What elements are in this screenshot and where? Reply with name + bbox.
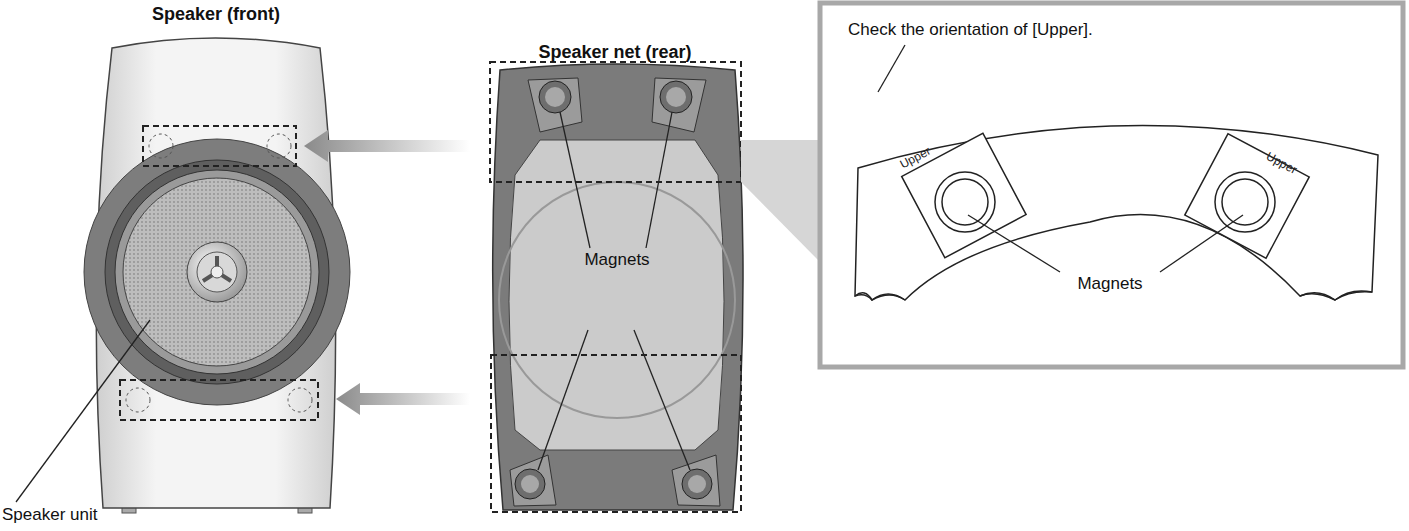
drawing-part — [1185, 134, 1309, 258]
drawing-part — [197, 252, 237, 292]
drawing-part — [539, 81, 571, 113]
drawing-part — [499, 182, 735, 418]
drawing-part — [490, 62, 741, 182]
drawing-part — [493, 64, 743, 510]
speaker-front — [16, 38, 350, 513]
drawing-part — [560, 112, 590, 248]
speaker-net — [490, 62, 743, 512]
drawing-part — [120, 380, 318, 420]
drawing-part — [942, 179, 988, 225]
drawing-part — [123, 178, 311, 366]
drawing-part — [634, 330, 690, 470]
drawing-part — [84, 139, 350, 405]
drawing-part — [878, 45, 905, 92]
part-label: Speaker unit — [2, 505, 97, 525]
drawing-part — [878, 45, 1243, 272]
drawing-part — [515, 469, 545, 499]
zoom-box — [820, 3, 1403, 367]
drawing-part — [521, 475, 539, 493]
drawing-part — [304, 130, 470, 162]
drawing-part — [96, 38, 335, 508]
attach-arrows — [304, 130, 470, 415]
drawing-part — [652, 78, 706, 132]
drawing-part — [666, 87, 686, 107]
drawing-part — [528, 78, 582, 132]
drawing-part — [336, 383, 470, 415]
drawing-part — [211, 266, 223, 278]
drawing-part — [510, 455, 556, 506]
note-text: Check the orientation of [Upper]. — [848, 20, 1093, 40]
drawing-part — [1222, 179, 1268, 225]
drawing-part — [521, 87, 706, 493]
part-label: Magnets — [1077, 274, 1142, 294]
drawing-part — [509, 140, 724, 450]
drawing-part — [203, 256, 231, 281]
drawing-part — [968, 215, 1060, 272]
drawing-part — [672, 455, 720, 506]
drawing-part — [688, 475, 706, 493]
drawing-part — [16, 320, 150, 502]
drawing-part — [126, 388, 150, 412]
drawing-part — [267, 134, 291, 158]
part-label: Magnets — [584, 250, 649, 270]
drawing-part — [491, 355, 741, 512]
drawing-part — [1160, 215, 1243, 272]
drawing-part — [741, 140, 818, 260]
drawing-part — [1185, 134, 1309, 258]
drawing-part — [510, 78, 720, 506]
drawing-part — [1215, 172, 1275, 232]
drawing-part — [515, 81, 712, 499]
drawing-part — [288, 388, 312, 412]
drawing-part — [105, 160, 329, 384]
drawing-part — [545, 87, 565, 107]
drawing-part — [538, 112, 690, 470]
drawing-part — [149, 134, 173, 158]
drawing-part — [187, 242, 247, 302]
zoom-link — [741, 140, 818, 260]
drawing-part — [646, 112, 672, 248]
drawing-part — [820, 3, 1403, 367]
drawing-part — [660, 81, 692, 113]
drawing-part — [143, 126, 296, 166]
drawing-part — [682, 469, 712, 499]
drawing-part — [935, 172, 995, 232]
drawing-part — [538, 330, 588, 470]
drawing-part — [855, 125, 1378, 300]
figure-title: Speaker (front) — [152, 4, 280, 25]
figure-title: Speaker net (rear) — [538, 42, 691, 63]
drawing-part — [115, 170, 319, 374]
